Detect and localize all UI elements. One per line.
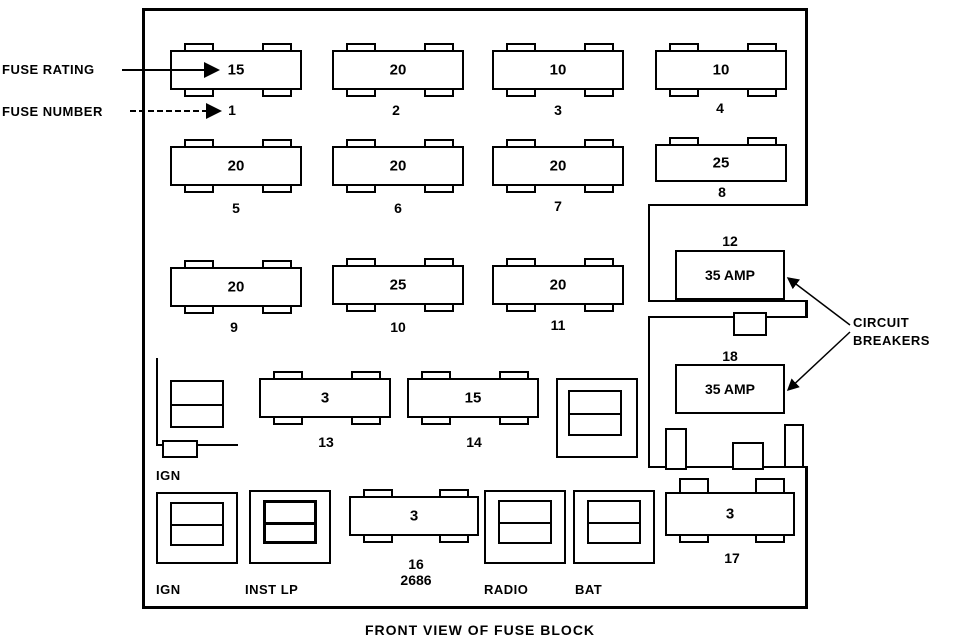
- relay-radio: [484, 490, 566, 564]
- fuse-11: 20: [492, 258, 624, 312]
- fuse-number: 10: [390, 319, 406, 335]
- fuse-rating: 20: [549, 157, 567, 175]
- fuse-13: 3: [259, 371, 391, 425]
- relay-label-inst-lp: INST LP: [245, 582, 299, 597]
- relay-label-ign-lower: IGN: [156, 582, 181, 597]
- fuse-part-number: 2686: [400, 572, 432, 588]
- figure-caption: FRONT VIEW OF FUSE BLOCK: [364, 622, 596, 638]
- fuse-number: 1: [228, 102, 236, 118]
- relay-label-radio: RADIO: [484, 582, 529, 597]
- fuse-10: 25: [332, 258, 464, 312]
- fuse-rating: 15: [227, 61, 245, 79]
- relay-ign-upper: [156, 358, 238, 446]
- breaker-number: 12: [722, 233, 738, 249]
- callout-fuse-number: FUSE NUMBER: [2, 104, 103, 119]
- relay-label-bat: BAT: [575, 582, 603, 597]
- fuse-number: 8: [718, 184, 726, 200]
- fuse-number: 4: [716, 100, 724, 116]
- fuse-7: 20: [492, 139, 624, 193]
- breaker-slot: [784, 424, 804, 468]
- fuse-rating: 20: [389, 61, 407, 79]
- callout-circuit-breakers-line1: CIRCUIT: [853, 315, 910, 330]
- fuse-6: 20: [332, 139, 464, 193]
- fuse-9: 20: [170, 260, 302, 314]
- fuse-rating: 20: [227, 157, 245, 175]
- relay-bat: [573, 490, 655, 564]
- fuse-14: 15: [407, 371, 539, 425]
- fuse-2: 20: [332, 43, 464, 97]
- callout-circuit-breakers-line2: BREAKERS: [853, 333, 930, 348]
- fuse-1: 15: [170, 43, 302, 97]
- fuse-number: 14: [466, 434, 482, 450]
- fuse-3: 10: [492, 43, 624, 97]
- fuse-number: 2: [392, 102, 400, 118]
- breaker-12-leader: [786, 277, 851, 326]
- fuse-rating: 20: [389, 157, 407, 175]
- fuse-number: 6: [394, 200, 402, 216]
- breaker-slot: [665, 428, 687, 470]
- fuse-number: 9: [230, 319, 238, 335]
- relay-ign-lower: [156, 492, 238, 564]
- fuse-4: 10: [655, 43, 787, 97]
- relay-unlabeled: [556, 378, 638, 458]
- fuse-block-frame: [142, 8, 808, 609]
- breaker-number: 18: [722, 348, 738, 364]
- breaker-rating: 35 AMP: [704, 267, 756, 283]
- fuse-number: 11: [550, 317, 566, 333]
- fuse-rating: 3: [725, 505, 735, 523]
- fuse-16: 3: [349, 489, 479, 543]
- fuse-5: 20: [170, 139, 302, 193]
- fuse-rating: 3: [409, 507, 419, 525]
- callout-fuse-rating: FUSE RATING: [2, 62, 95, 77]
- fuse-rating: 25: [712, 154, 730, 172]
- fuse-number: 17: [724, 550, 740, 566]
- relay-label-ign: IGN: [156, 468, 181, 483]
- breaker-tab: [733, 312, 767, 336]
- fuse-rating: 25: [389, 276, 407, 294]
- breaker-18-leader: [786, 331, 851, 392]
- fuse-number: 13: [318, 434, 334, 450]
- fuse-number: 16: [408, 556, 424, 572]
- fuse-rating: 10: [712, 61, 730, 79]
- fuse-number: 5: [232, 200, 240, 216]
- fuse-rating: 15: [464, 389, 482, 407]
- circuit-breaker-18: 35 AMP: [675, 364, 785, 414]
- fuse-rating: 3: [320, 389, 330, 407]
- fuse-number: 3: [554, 102, 562, 118]
- relay-inst-lp: [249, 490, 331, 564]
- breaker-slot: [732, 442, 764, 470]
- fuse-rating: 20: [227, 278, 245, 296]
- fuse-number: 7: [554, 198, 562, 214]
- fuse-rating: 10: [549, 61, 567, 79]
- circuit-breaker-12: 35 AMP: [675, 250, 785, 300]
- fuse-8: 25: [655, 137, 787, 182]
- breaker-rating: 35 AMP: [704, 381, 756, 397]
- relay-ign-upper-base: [162, 440, 198, 458]
- fuse-rating: 20: [549, 276, 567, 294]
- fuse-17: 3: [665, 478, 795, 543]
